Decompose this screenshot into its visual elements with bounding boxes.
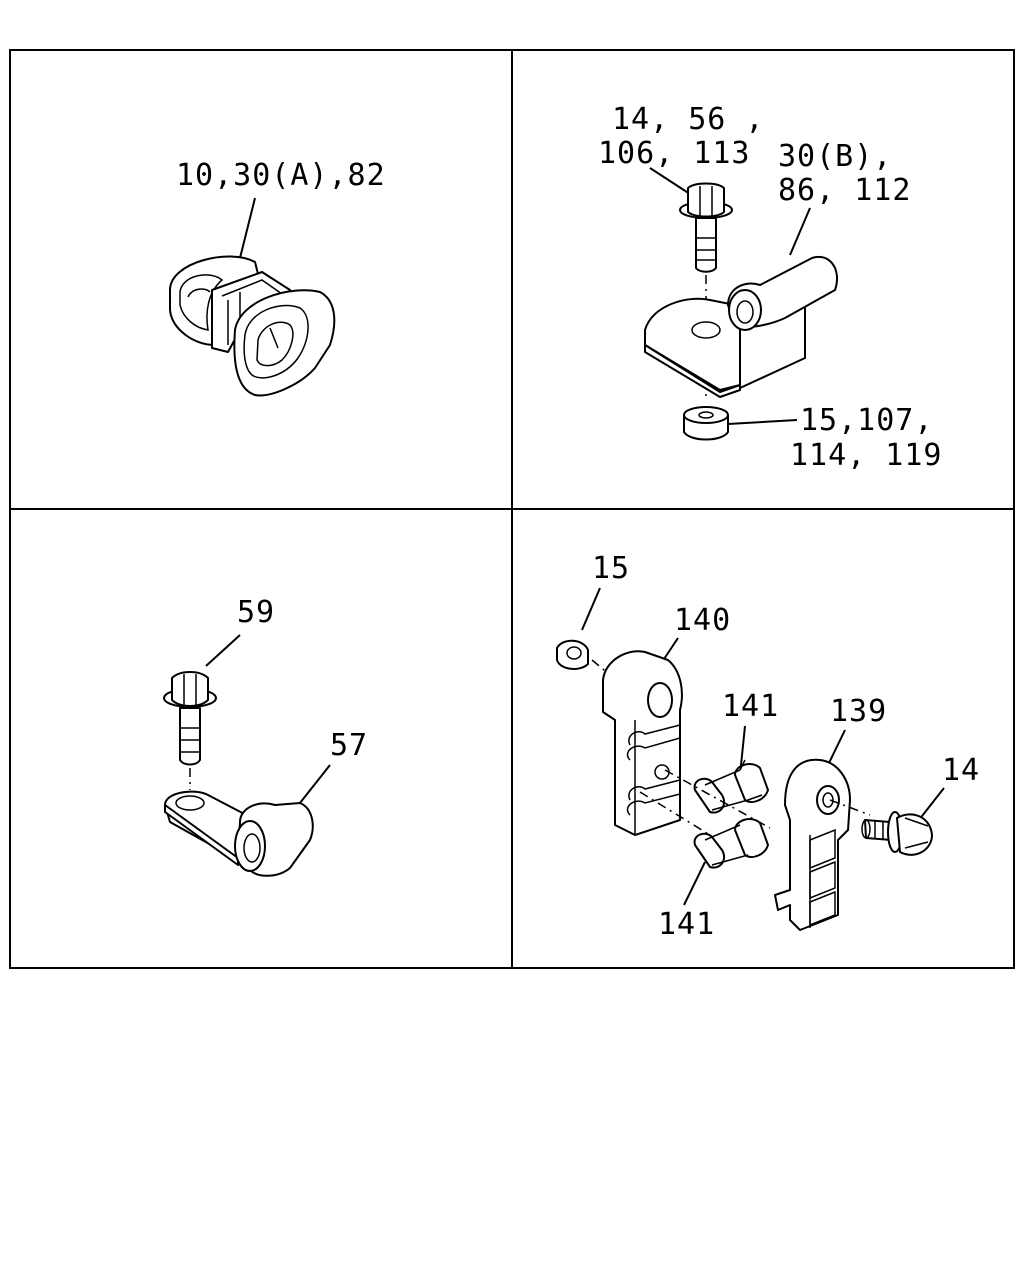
leader-line	[827, 729, 846, 766]
pipe-clip-141-upper	[693, 759, 769, 814]
callout-114-119: 114, 119	[790, 438, 943, 473]
callout-15: 15	[592, 551, 630, 586]
flange-bolt	[679, 182, 733, 273]
center-line	[664, 769, 771, 829]
panel-clip-double: 10,30(A),82	[169, 158, 386, 397]
callout-140: 140	[674, 603, 731, 638]
leader-line	[581, 587, 601, 631]
clip-holder-139	[774, 758, 851, 931]
callout-15-107: 15,107,	[800, 403, 933, 438]
double-clip-part	[169, 255, 336, 397]
diagram-frame	[9, 49, 1015, 969]
leader-line	[295, 764, 331, 809]
callout-141-bottom: 141	[658, 907, 715, 942]
leader-line	[649, 167, 694, 197]
center-line	[639, 791, 711, 836]
callout-106-113: 106, 113	[598, 136, 751, 171]
panel-pipe-clip-assembly: 15 140 141 139 14 141	[556, 551, 980, 942]
callout-86-112: 86, 112	[778, 173, 911, 208]
hex-nut	[683, 406, 729, 441]
center-line	[829, 799, 871, 816]
leader-line	[205, 634, 241, 667]
callout-141-top: 141	[722, 689, 779, 724]
hex-nut	[556, 639, 589, 670]
callout-139: 139	[830, 694, 887, 729]
callout-14-56: 14, 56 ,	[612, 102, 765, 137]
callout-10-30a-82: 10,30(A),82	[176, 158, 386, 193]
callout-14: 14	[942, 753, 980, 788]
panel-bracket-clamp: 14, 56 , 106, 113 30(B), 86, 112 15,107,…	[598, 102, 943, 473]
callout-30b: 30(B),	[778, 139, 892, 174]
callout-57: 57	[330, 728, 368, 763]
leader-line	[727, 419, 798, 425]
leader-line	[683, 861, 706, 906]
flange-bolt	[163, 671, 217, 766]
loop-clamp-part	[164, 790, 314, 877]
clip-holder-140	[602, 650, 683, 836]
bracket-clamp-part	[644, 255, 838, 398]
flange-bolt	[861, 811, 933, 856]
panel-loop-clamp: 59 57	[163, 595, 368, 877]
leader-line	[239, 197, 256, 259]
pipe-clip-141-lower	[693, 818, 769, 869]
callout-59: 59	[237, 595, 275, 630]
leader-line	[789, 207, 811, 256]
